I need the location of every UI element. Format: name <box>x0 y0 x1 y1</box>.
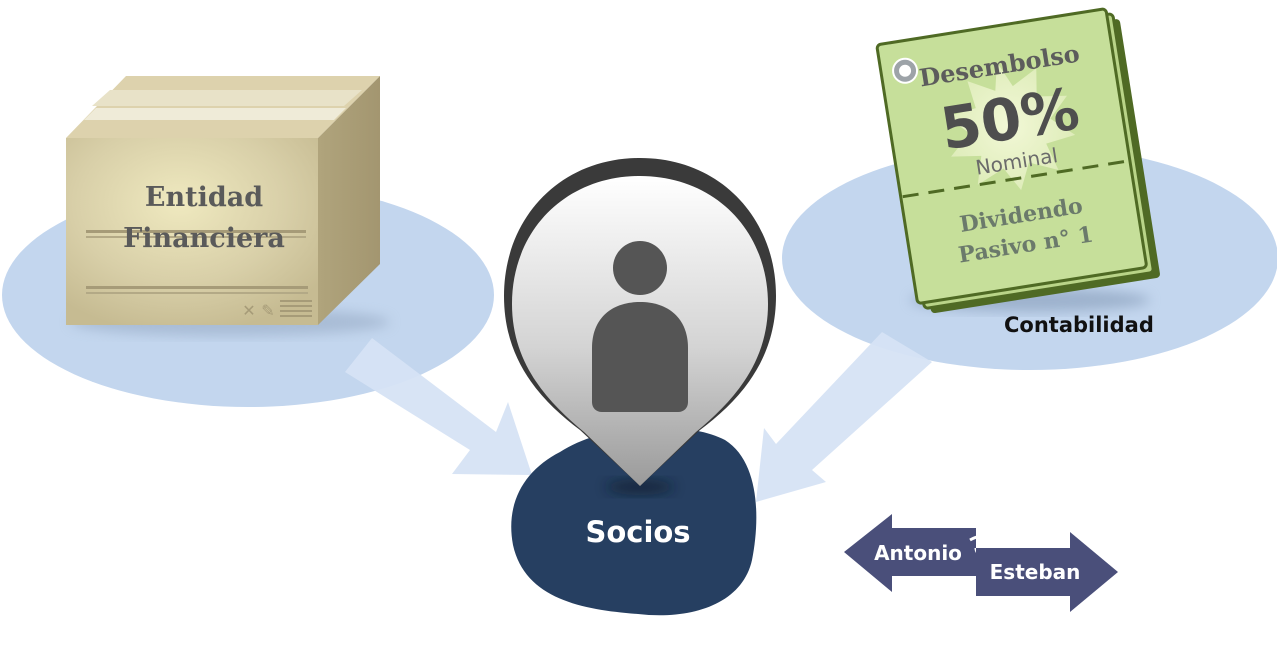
coupon-icon <box>875 7 1160 314</box>
socios-label: Socios <box>585 515 690 549</box>
exchange-arrow-left <box>844 514 976 592</box>
exchange-left-label: Antonio <box>874 541 962 565</box>
arrow-left-to-socios <box>345 338 532 475</box>
box-label-line2: Financiera <box>123 223 285 254</box>
box-label-line1: Entidad <box>145 182 263 213</box>
svg-text:✕: ✕ <box>242 301 255 320</box>
contabilidad-label: Contabilidad <box>1004 313 1154 337</box>
exchange-right-label: Esteban <box>990 560 1081 584</box>
cardboard-box-icon: ✕ ✎ <box>66 76 380 325</box>
arrow-right-to-socios <box>756 332 932 502</box>
socios-blob <box>511 427 757 616</box>
exchange-arrows-icon <box>844 514 1118 612</box>
person-pin-icon <box>504 158 776 486</box>
exchange-arrow-right <box>976 532 1118 612</box>
svg-text:✎: ✎ <box>261 301 274 320</box>
